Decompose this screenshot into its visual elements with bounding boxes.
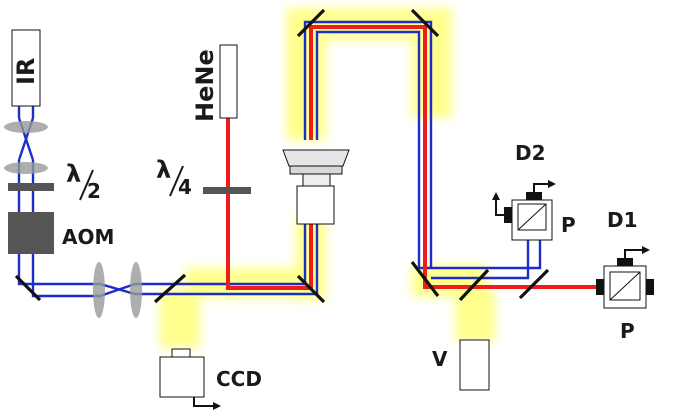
mirror [458,268,490,302]
p2-label: P [561,213,576,237]
lens [93,262,105,318]
mirror [410,8,440,38]
mirror [153,273,187,304]
lens [4,121,48,133]
hene-label: HeNe [191,49,219,122]
mirrors [14,8,550,304]
d2-detector [492,180,556,241]
aom-label: AOM [62,225,114,249]
d1-label: D1 [607,208,638,232]
mirror [14,274,42,302]
v-detector [459,339,490,391]
ir-label: IR [12,58,40,85]
mirror [518,268,550,300]
ccd-camera [159,348,221,410]
lens [130,262,142,318]
d1-detector [596,246,654,309]
ccd-label: CCD [216,367,262,391]
quarter-wave-slash [169,165,184,197]
ir-laser [11,29,41,107]
half-wave-label-num: λ [66,160,81,188]
ir-beam-path [17,20,542,298]
quarter-wave-label-num: λ [156,156,171,184]
mirror [410,261,440,297]
lenses [4,121,142,318]
mirror [296,274,326,304]
hene-laser [219,44,238,119]
d2-label: D2 [515,141,546,165]
microscope-objective [282,149,350,225]
half-wave-slash [79,169,94,201]
half-wave-plate [8,183,54,191]
mirror [296,8,326,38]
lens [4,162,48,174]
v-label: V [432,347,448,371]
aom-box [8,212,54,254]
p1-label: P [620,319,635,343]
half-wave-label-den: 2 [87,179,101,203]
quarter-wave-plate [203,187,251,194]
quarter-wave-label-den: 4 [178,175,192,199]
